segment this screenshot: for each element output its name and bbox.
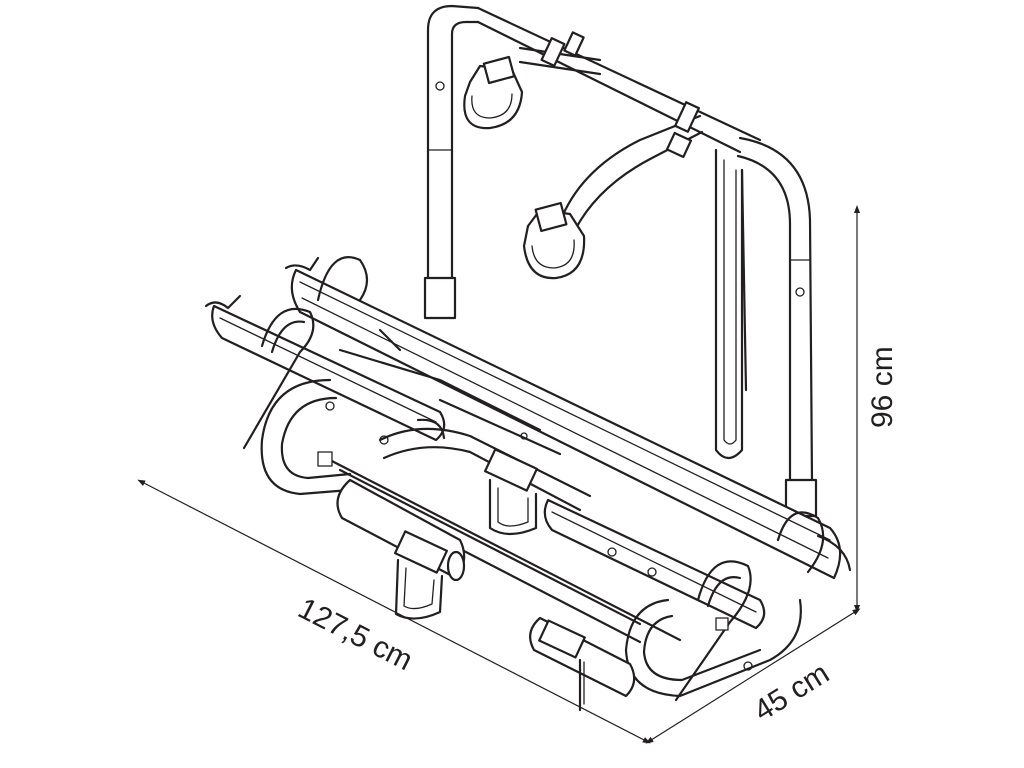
depth-dimension-line	[645, 608, 861, 744]
depth-label: 45 cm	[748, 657, 835, 728]
hitch-assembly	[336, 448, 636, 712]
frame-clamp-straps	[463, 55, 748, 460]
bolts	[317, 401, 753, 671]
upright-frame	[423, 4, 818, 518]
length-dimension-line	[137, 479, 651, 744]
wheel-straps	[242, 256, 825, 702]
carrier-frame	[260, 328, 802, 698]
dimension-lines	[137, 205, 861, 744]
length-label: 127,5 cm	[293, 592, 418, 677]
wheel-rails	[204, 256, 852, 630]
frame-holder-arms	[518, 31, 704, 232]
height-label: 96 cm	[866, 346, 899, 428]
